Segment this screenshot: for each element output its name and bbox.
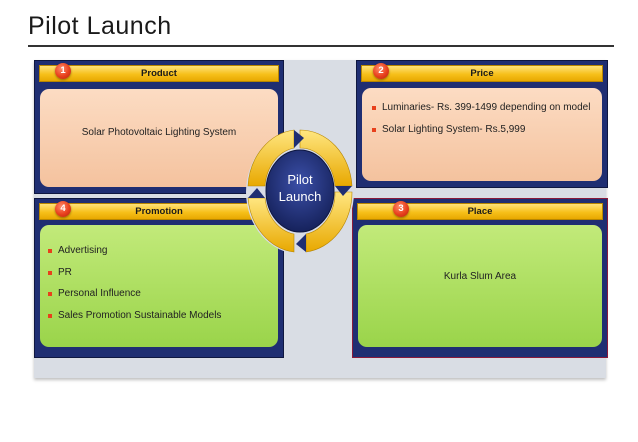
promotion-body: Advertising PR Personal Influence Sales … (40, 225, 278, 347)
price-bullet-list: Luminaries- Rs. 399-1499 depending on mo… (372, 102, 597, 145)
product-heading: Product (141, 68, 177, 79)
price-body: Luminaries- Rs. 399-1499 depending on mo… (362, 88, 602, 181)
place-body: Kurla Slum Area (358, 225, 602, 347)
list-item: PR (48, 267, 278, 280)
title-divider (28, 45, 614, 47)
promotion-number-badge: 4 (55, 201, 71, 217)
product-text: Solar Photovoltaic Lighting System (81, 127, 237, 138)
promotion-heading: Promotion (135, 206, 183, 217)
product-body: Solar Photovoltaic Lighting System (40, 89, 278, 187)
place-quadrant: Place 3 Kurla Slum Area (352, 198, 608, 358)
product-number-badge: 1 (55, 63, 71, 79)
promotion-bullet-list: Advertising PR Personal Influence Sales … (48, 245, 278, 331)
price-header: Price (361, 65, 603, 82)
cycle-arrows-graphic (246, 129, 354, 254)
price-number-badge: 2 (373, 63, 389, 79)
price-quadrant: Price 2 Luminaries- Rs. 399-1499 dependi… (356, 60, 608, 188)
place-heading: Place (467, 206, 493, 217)
slide-title: Pilot Launch (28, 12, 172, 40)
list-item: Luminaries- Rs. 399-1499 depending on mo… (372, 102, 597, 115)
hub-label-line2: Launch (278, 189, 322, 204)
place-text: Kurla Slum Area (443, 271, 517, 282)
hub-label-line1: Pilot (287, 172, 313, 187)
promotion-quadrant: Promotion 4 Advertising PR Personal Infl… (34, 198, 284, 358)
product-quadrant: Product 1 Solar Photovoltaic Lighting Sy… (34, 60, 284, 194)
place-number-badge: 3 (393, 201, 409, 217)
promotion-header: Promotion (39, 203, 279, 220)
place-header: Place (357, 203, 603, 220)
list-item: Personal Influence (48, 288, 278, 301)
list-item: Solar Lighting System- Rs.5,999 (372, 124, 597, 137)
price-heading: Price (470, 68, 494, 79)
list-item: Advertising (48, 245, 278, 258)
pilot-launch-hub: Pilot Launch (245, 120, 355, 256)
product-header: Product (39, 65, 279, 82)
list-item: Sales Promotion Sustainable Models (48, 310, 278, 323)
